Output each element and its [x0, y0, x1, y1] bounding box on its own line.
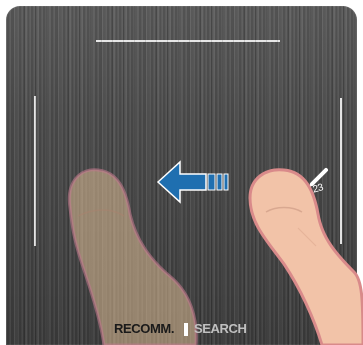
tab-separator [184, 323, 188, 336]
search-tab[interactable]: SEARCH [194, 318, 247, 340]
top-edge-indicator [96, 40, 280, 42]
recommended-tab[interactable]: RECOMM. [114, 318, 174, 340]
left-edge-indicator [34, 96, 36, 246]
bottom-tab-bar: RECOMM. SEARCH [0, 318, 363, 340]
